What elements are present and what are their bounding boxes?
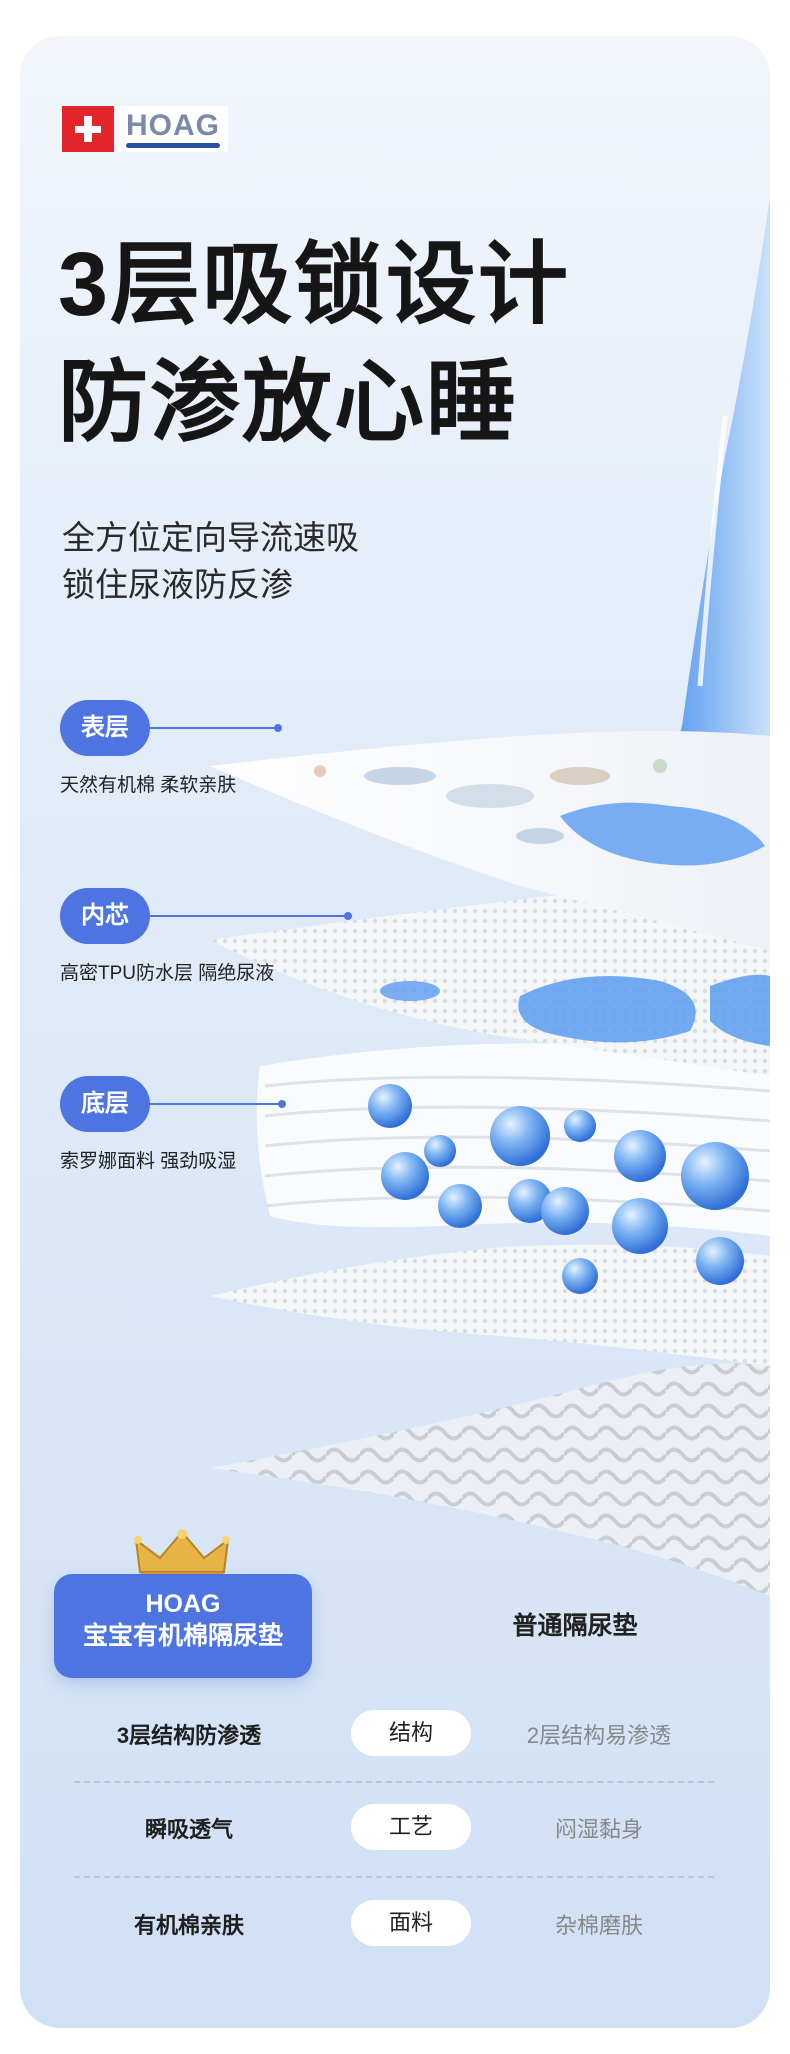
product-card: HOAG 3层吸锁设计 防渗放心睡 全方位定向导流速吸 锁住尿液防反渗 表层 天… (20, 36, 770, 2028)
subheadline-line-1: 全方位定向导流速吸 (62, 519, 359, 556)
headline-line-1: 3层吸锁设计 (58, 235, 571, 335)
absorbent-core-layer (256, 1043, 770, 1294)
layered-pad-illustration (210, 196, 770, 1596)
ours-brand: HOAG (145, 1590, 221, 1618)
layer-tag: 内芯 (60, 888, 150, 944)
row-label: 结构 (351, 1710, 471, 1756)
theirs-value: 杂棉磨肤 (554, 1913, 643, 1938)
comparison-row: 瞬吸透气 工艺 闷湿黏身 (74, 1784, 714, 1876)
bottom-quilted-layer (210, 1363, 770, 1596)
row-divider (74, 1781, 714, 1783)
row-label: 面料 (351, 1900, 471, 1946)
comparison-row: 3层结构防渗透 结构 2层结构易渗透 (74, 1690, 714, 1782)
brand-logo: HOAG (62, 106, 228, 152)
callout-top-layer: 表层 天然有机棉 柔软亲肤 (60, 700, 282, 797)
callout-core-layer: 内芯 高密TPU防水层 隔绝尿液 (60, 888, 352, 985)
brand-name: HOAG (126, 108, 220, 142)
layer-tag: 表层 (60, 700, 150, 756)
swiss-cross-icon (62, 106, 114, 152)
leader-line (150, 1100, 286, 1108)
comparison-row: 有机棉亲肤 面料 杂棉磨肤 (74, 1880, 714, 1972)
theirs-value: 2层结构易渗透 (526, 1723, 672, 1748)
ours-header: HOAG 宝宝有机棉隔尿垫 (54, 1574, 312, 1678)
layer-desc: 高密TPU防水层 隔绝尿液 (60, 963, 275, 984)
cartoon-print-pattern (314, 759, 667, 844)
ours-product: 宝宝有机棉隔尿垫 (82, 1622, 283, 1650)
ours-value: 3层结构防渗透 (116, 1723, 262, 1748)
row-label: 工艺 (351, 1804, 471, 1850)
row-divider (74, 1876, 714, 1878)
mesh-layer (210, 1244, 770, 1366)
callout-bottom-layer: 底层 索罗娜面料 强劲吸湿 (60, 1076, 286, 1173)
headline-line-2: 防渗放心睡 (58, 353, 518, 453)
subheadline: 全方位定向导流速吸 锁住尿液防反渗 (62, 514, 562, 608)
layer-desc: 索罗娜面料 强劲吸湿 (60, 1151, 237, 1172)
ours-value: 瞬吸透气 (144, 1817, 233, 1842)
theirs-header: 普通隔尿垫 (512, 1612, 638, 1640)
leader-line (150, 724, 282, 732)
water-pool (560, 802, 765, 866)
headline: 3层吸锁设计 防渗放心睡 (58, 226, 658, 462)
water-stream (598, 196, 770, 846)
layer-desc: 天然有机棉 柔软亲肤 (60, 775, 237, 796)
ours-value: 有机棉亲肤 (133, 1913, 244, 1938)
theirs-value: 闷湿黏身 (554, 1817, 643, 1842)
subheadline-line-2: 锁住尿液防反渗 (62, 566, 293, 603)
leader-line (150, 912, 352, 920)
layer-tag: 底层 (60, 1076, 150, 1132)
top-cotton-layer (210, 731, 770, 951)
